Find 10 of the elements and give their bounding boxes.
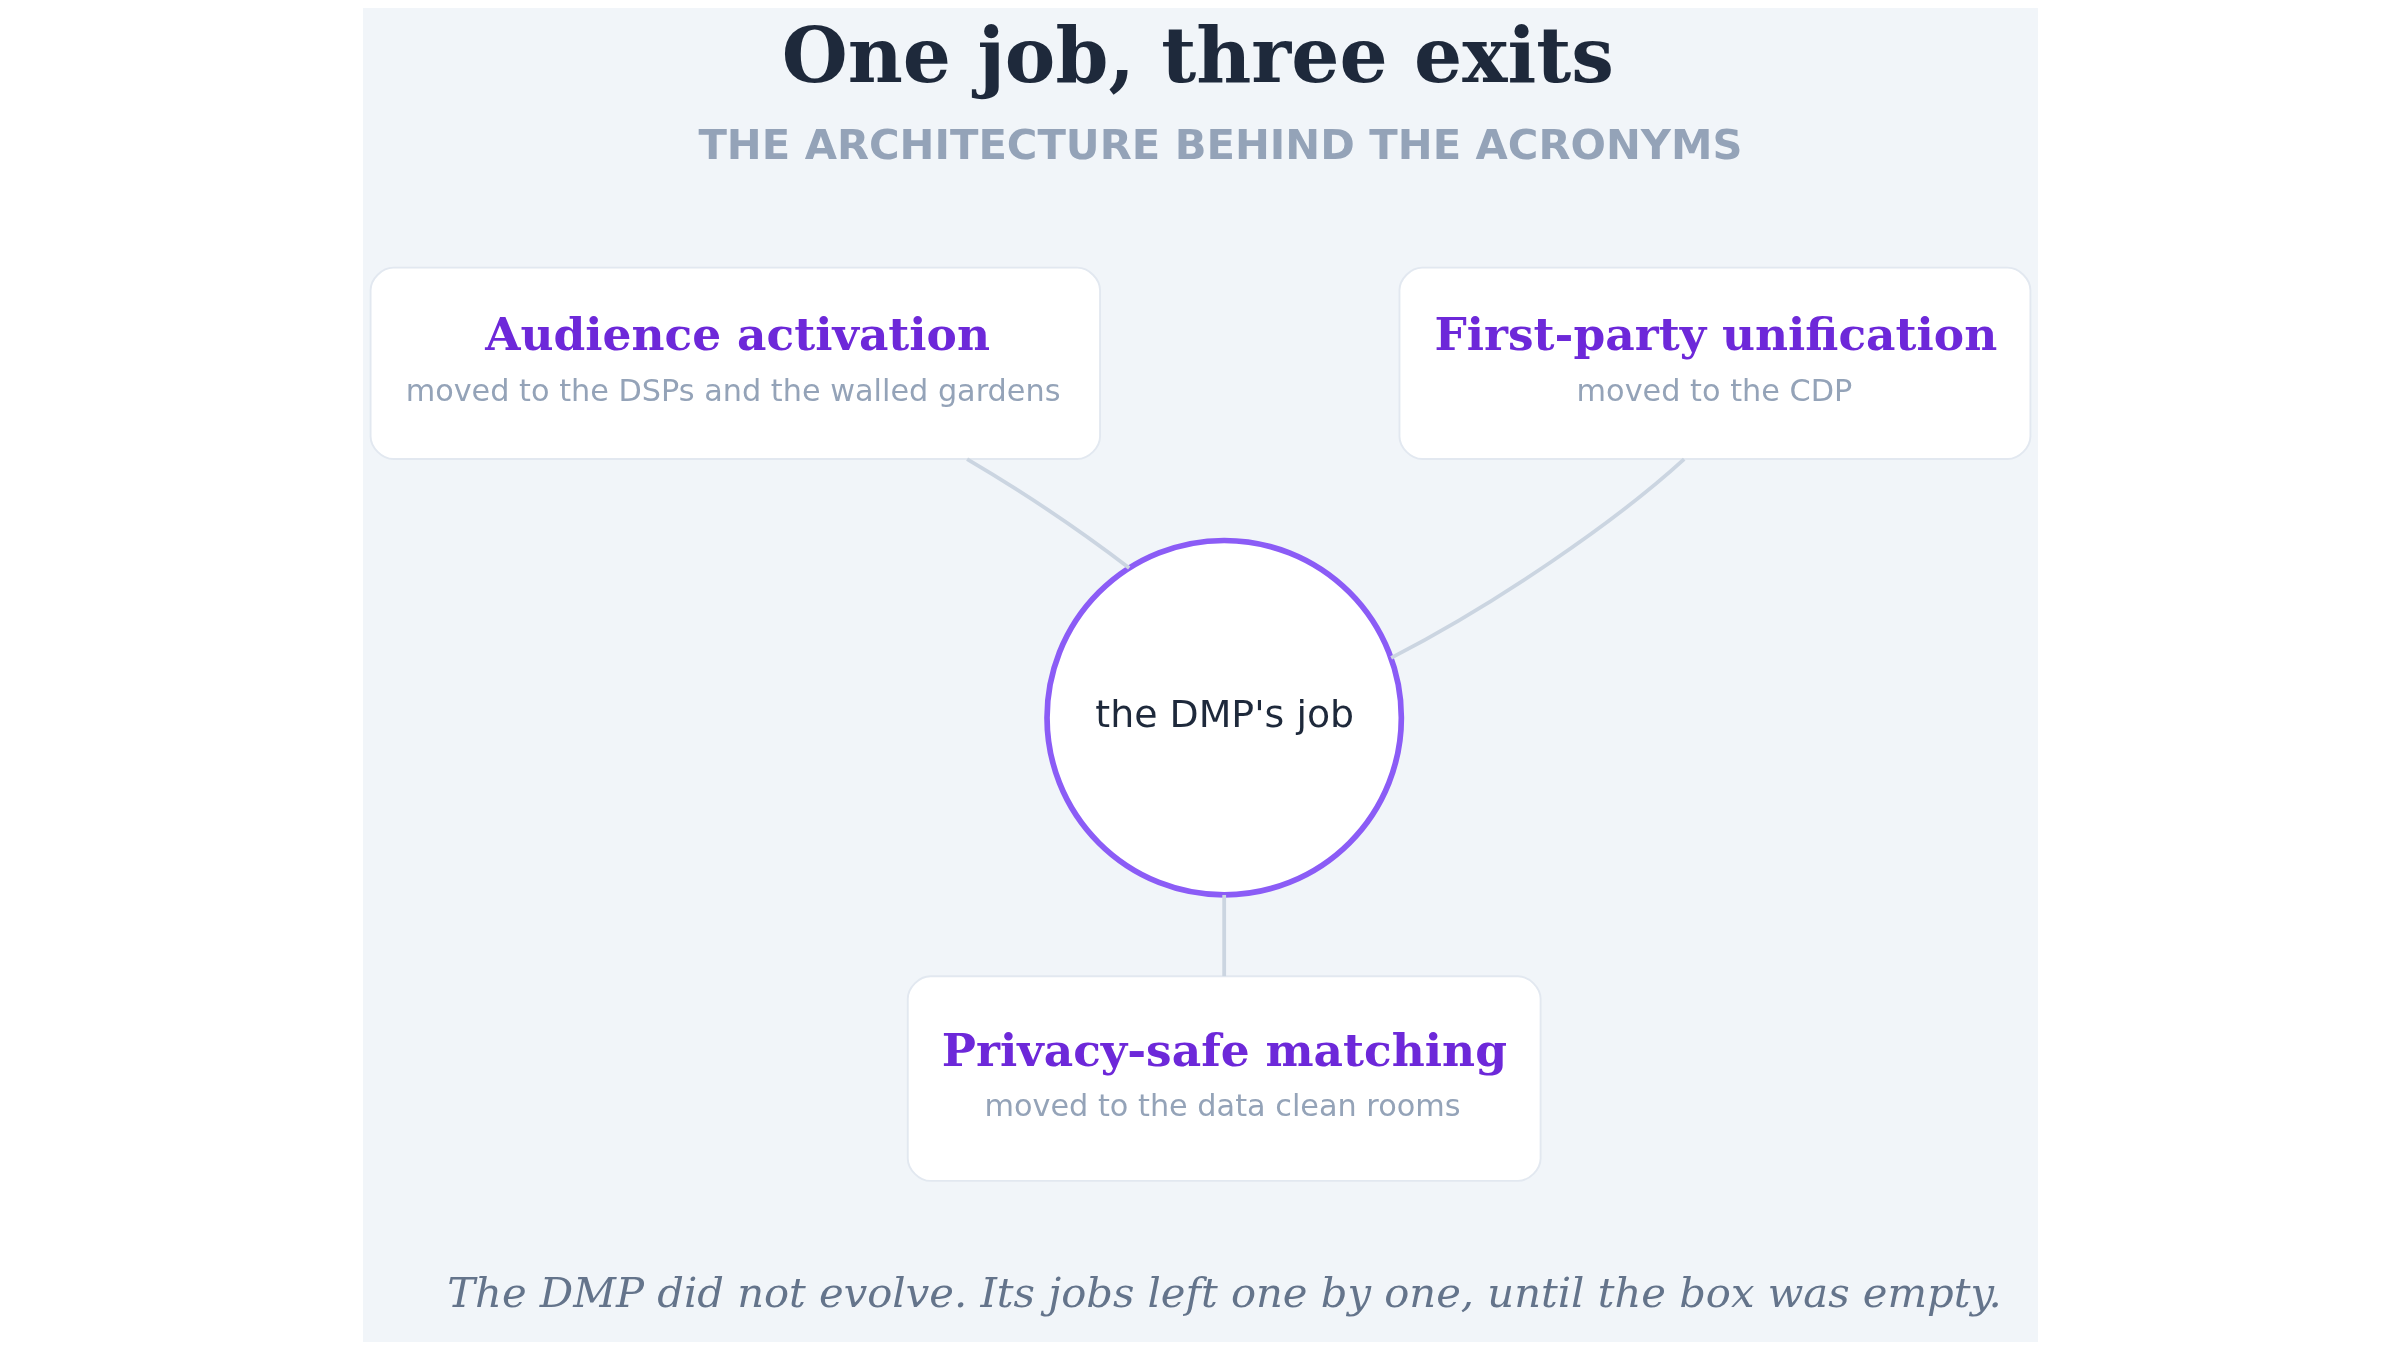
diagram-title: One job, three exits: [781, 10, 1614, 100]
label: THE ARCHITECTURE BEHIND THE ACRONYMS: [697, 119, 1742, 169]
caption: The DMP did not evolve. Its jobs left one by one, until the box was empty.: [446, 1268, 2002, 1318]
node-box: Audience activation moved to the DSPs and the walled gardens: [369, 266, 1101, 460]
connector: [1221, 894, 1226, 977]
connector: [965, 457, 1130, 570]
node-circle: the DMP's job: [1043, 537, 1404, 898]
connector: [1389, 457, 1685, 660]
node-box: First-party unification moved to the CDP: [1398, 266, 2031, 460]
node-box: Privacy-safe matching moved to the data clean rooms: [906, 975, 1542, 1182]
